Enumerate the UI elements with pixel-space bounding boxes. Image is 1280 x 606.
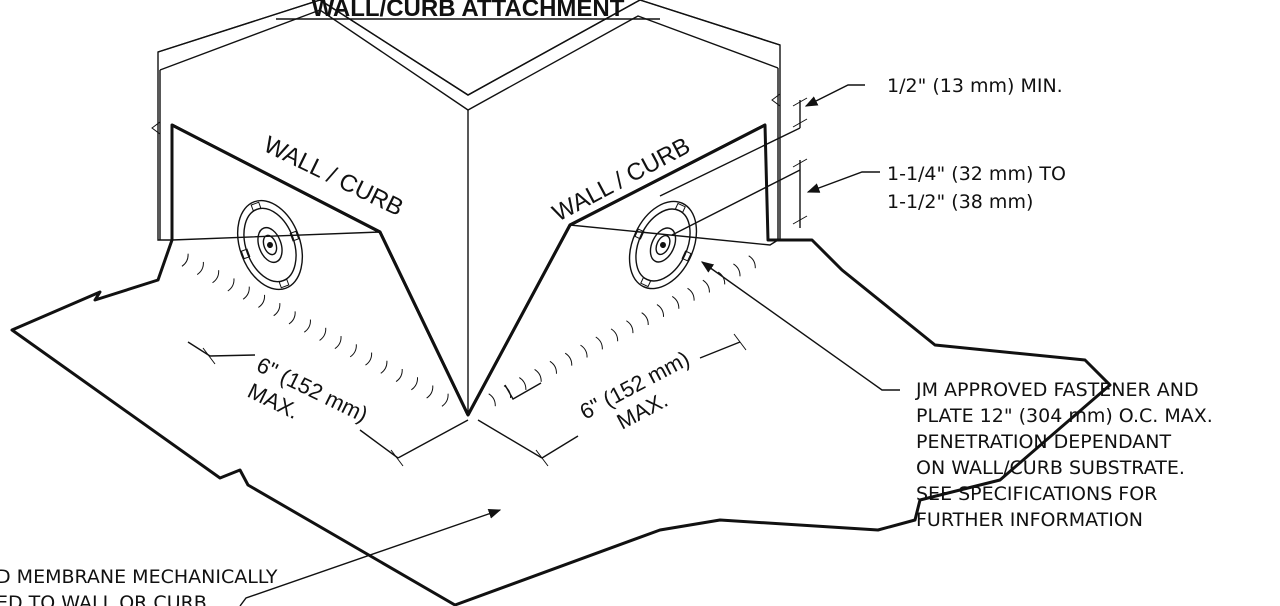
fastener-note-1: JM APPROVED FASTENER AND bbox=[915, 379, 1199, 401]
fastener-row-tick bbox=[580, 344, 588, 358]
wall-curb-label-right: WALL / CURB bbox=[548, 132, 695, 227]
fastener-row-tick bbox=[687, 287, 695, 301]
fastener-row-tick bbox=[334, 336, 342, 350]
fastener-row-tick bbox=[595, 336, 603, 350]
fastener-row-tick bbox=[564, 352, 573, 366]
fastener-row-tick bbox=[319, 327, 327, 341]
fastener-note-5: SEE SPECIFICATIONS FOR bbox=[916, 483, 1157, 505]
fastener-row-tick bbox=[227, 278, 235, 292]
leader-half-inch bbox=[804, 84, 865, 107]
fastener-row-tick bbox=[641, 312, 649, 326]
fastener-row-tick bbox=[365, 352, 373, 366]
fastener-row-tick bbox=[258, 294, 266, 308]
fastener-row-tick bbox=[702, 279, 710, 293]
fastener-row-tick bbox=[534, 369, 542, 382]
fastener-row-tick bbox=[671, 295, 680, 309]
fastener-row-tick bbox=[610, 328, 619, 342]
fastener-row-tick bbox=[380, 360, 388, 374]
fastener-row-tick bbox=[519, 377, 527, 390]
fastener-row-tick bbox=[273, 303, 281, 317]
fastener-row-tick bbox=[196, 261, 204, 275]
diagram-title: WALL/CURB ATTACHMENT bbox=[312, 0, 625, 22]
fastener-row-tick bbox=[748, 255, 756, 269]
fastener-note-3: PENETRATION DEPENDANT bbox=[916, 431, 1171, 453]
leader-quarter-inch bbox=[806, 171, 880, 193]
dimension-right-spacing bbox=[477, 333, 747, 467]
fastener-row-tick bbox=[656, 304, 665, 317]
dim-half-inch-label: 1/2" (13 mm) MIN. bbox=[887, 75, 1063, 97]
fastener-row-tick bbox=[288, 311, 296, 325]
fastener-note-2: PLATE 12" (304 mm) O.C. MAX. bbox=[916, 405, 1213, 427]
fastener-row-tick bbox=[441, 393, 449, 407]
fastener-row-right bbox=[488, 255, 756, 407]
fastener-row-tick bbox=[411, 377, 419, 391]
fastener-row-tick bbox=[212, 270, 220, 284]
dimension-left-spacing bbox=[187, 341, 469, 467]
fastener-row-tick bbox=[181, 253, 189, 267]
vertical-dimension-lines bbox=[659, 97, 808, 236]
dim-quarter-label-1: 1-1/4" (32 mm) TO bbox=[887, 163, 1066, 185]
wall-curb-block bbox=[151, 0, 781, 417]
fastener-note-4: ON WALL/CURB SUBSTRATE. bbox=[916, 457, 1185, 479]
fastener-plate-left bbox=[237, 199, 303, 291]
fastener-row-tick bbox=[303, 319, 311, 333]
fastener-plate-right bbox=[628, 200, 698, 290]
leader-membrane bbox=[239, 508, 502, 606]
fastener-note-6: FURTHER INFORMATION bbox=[916, 509, 1143, 531]
leader-fastener bbox=[700, 261, 900, 391]
fastener-row-tick bbox=[488, 393, 496, 407]
fastener-row-tick bbox=[549, 360, 557, 374]
fastener-row-tick bbox=[242, 286, 250, 300]
fastener-row-tick bbox=[733, 263, 741, 277]
membrane-note-1: D MEMBRANE MECHANICALLY bbox=[0, 566, 278, 588]
fastener-row-tick bbox=[626, 320, 634, 334]
dim-quarter-label-2: 1-1/2" (38 mm) bbox=[887, 191, 1033, 213]
fastener-row-left bbox=[181, 253, 449, 407]
membrane-note-2: ED TO WALL OR CURB bbox=[0, 592, 207, 606]
membrane-sheet bbox=[10, 123, 1112, 606]
fastener-row-tick bbox=[395, 368, 403, 382]
fastener-row-tick bbox=[349, 344, 357, 358]
fastener-row-tick bbox=[426, 385, 434, 399]
